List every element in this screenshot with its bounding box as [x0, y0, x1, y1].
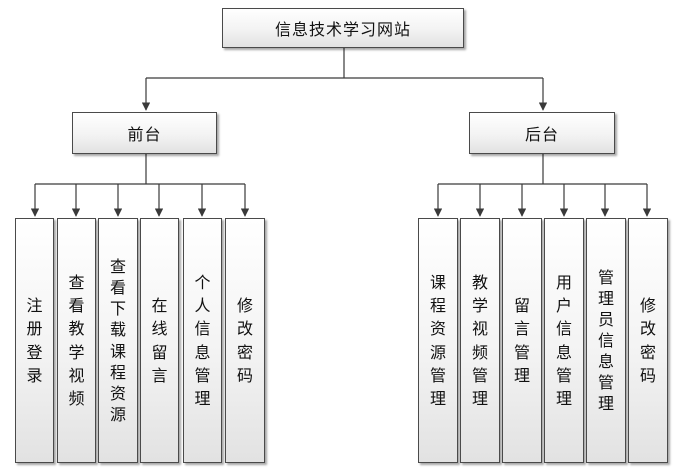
backend-child-5: 管理员信息管理: [586, 218, 626, 463]
backend-node-label: 后台: [524, 125, 559, 144]
frontend-child-5: 个人信息管理: [183, 218, 222, 463]
backend-child-label: 留言管理: [514, 296, 531, 385]
backend-child-label: 修改密码: [640, 296, 657, 385]
root-node: 信息技术学习网站: [222, 8, 464, 48]
backend-child-label: 课程资源管理: [430, 272, 447, 408]
frontend-child-1: 注册登录: [15, 218, 54, 463]
frontend-child-label: 查看教学视频: [68, 272, 85, 408]
frontend-child-label: 个人信息管理: [194, 272, 211, 408]
root-node-label: 信息技术学习网站: [274, 20, 411, 39]
backend-child-1: 课程资源管理: [418, 218, 458, 463]
backend-child-label: 管理员信息管理: [598, 267, 615, 414]
frontend-child-3: 查看下载课程资源: [98, 218, 138, 463]
backend-child-2: 教学视频管理: [460, 218, 500, 463]
frontend-node: 前台: [72, 112, 217, 154]
backend-child-4: 用户信息管理: [544, 218, 584, 463]
frontend-child-label: 注册登录: [26, 296, 43, 385]
frontend-node-label: 前台: [127, 125, 162, 144]
frontend-child-4: 在线留言: [140, 218, 179, 463]
backend-node: 后台: [469, 112, 615, 154]
frontend-child-label: 在线留言: [151, 296, 168, 385]
backend-child-6: 修改密码: [628, 218, 668, 463]
backend-child-label: 教学视频管理: [472, 272, 489, 408]
backend-child-3: 留言管理: [502, 218, 542, 463]
frontend-child-2: 查看教学视频: [57, 218, 96, 463]
frontend-child-6: 修改密码: [225, 218, 265, 463]
frontend-child-label: 查看下载课程资源: [110, 257, 127, 424]
frontend-child-label: 修改密码: [237, 296, 254, 385]
backend-child-label: 用户信息管理: [556, 272, 573, 408]
